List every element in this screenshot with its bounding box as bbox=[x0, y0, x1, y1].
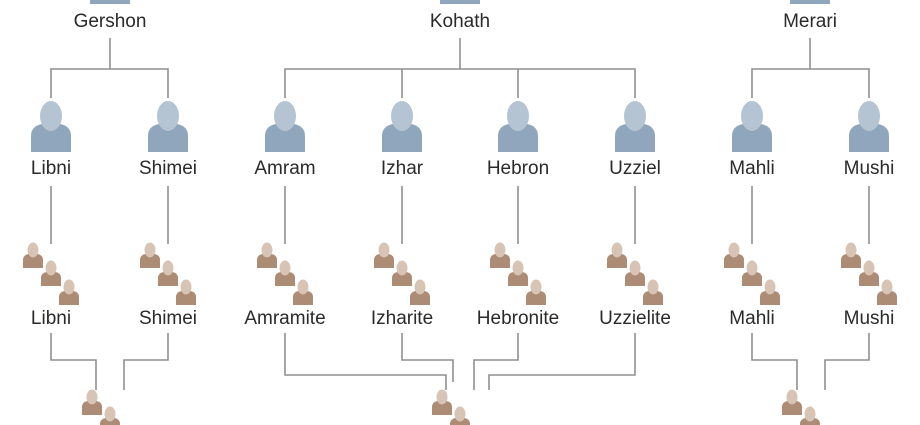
person-icons bbox=[23, 0, 897, 425]
clan-member-icon bbox=[176, 279, 196, 305]
clan-merge-line bbox=[50, 333, 97, 390]
clan-name: Libni bbox=[31, 308, 71, 329]
clan-member-icon bbox=[82, 389, 102, 415]
clan-member-icon bbox=[392, 260, 412, 286]
grandson-name: Amram bbox=[254, 158, 315, 179]
clan-member-icon bbox=[643, 279, 663, 305]
clan-merge-line bbox=[824, 333, 870, 390]
clan-member-icon bbox=[257, 242, 277, 268]
clan-member-icon bbox=[432, 389, 452, 415]
person-icon bbox=[849, 101, 889, 152]
clan-member-icon bbox=[724, 242, 744, 268]
clan-member-icon bbox=[877, 279, 897, 305]
connector-lines bbox=[50, 38, 870, 390]
person-icon bbox=[498, 101, 538, 152]
clan-member-icon bbox=[859, 260, 879, 286]
person-icon bbox=[440, 0, 480, 4]
clan-member-icon bbox=[140, 242, 160, 268]
grandson-name: Mushi bbox=[844, 158, 895, 179]
clan-name: Hebronite bbox=[477, 308, 559, 329]
person-icon bbox=[615, 101, 655, 152]
grandson-name: Izhar bbox=[381, 158, 424, 179]
clan-member-icon bbox=[841, 242, 861, 268]
clan-name: Mushi bbox=[844, 308, 895, 329]
clan-name: Izharite bbox=[371, 308, 433, 329]
person-icon bbox=[732, 101, 772, 152]
clan-name: Uzzielite bbox=[599, 308, 671, 329]
grandson-name: Mahli bbox=[729, 158, 774, 179]
clan-member-icon bbox=[100, 406, 120, 425]
clan-merge-line bbox=[473, 333, 519, 390]
person-icon bbox=[790, 0, 830, 4]
clan-name: Shimei bbox=[139, 308, 197, 329]
clan-member-icon bbox=[526, 279, 546, 305]
grandson-bracket-line bbox=[751, 68, 870, 98]
clan-member-icon bbox=[607, 242, 627, 268]
clan-member-icon bbox=[800, 406, 820, 425]
grandson-bracket-line bbox=[50, 68, 169, 98]
clan-member-icon bbox=[782, 389, 802, 415]
son-name: Gershon bbox=[74, 11, 147, 32]
clan-merge-line bbox=[751, 333, 798, 390]
person-icon bbox=[265, 101, 305, 152]
clan-merge-line bbox=[488, 333, 636, 390]
grandson-name: Uzziel bbox=[609, 158, 661, 179]
clan-merge-line bbox=[401, 333, 454, 382]
son-name: Kohath bbox=[430, 11, 490, 32]
clan-member-icon bbox=[625, 260, 645, 286]
grandson-name: Libni bbox=[31, 158, 71, 179]
clan-merge-line bbox=[284, 333, 447, 390]
clan-member-icon bbox=[508, 260, 528, 286]
clan-merge-line bbox=[123, 333, 169, 390]
son-name: Merari bbox=[783, 11, 837, 32]
grandson-name: Shimei bbox=[139, 158, 197, 179]
clan-member-icon bbox=[23, 242, 43, 268]
clan-member-icon bbox=[760, 279, 780, 305]
clan-member-icon bbox=[374, 242, 394, 268]
clan-member-icon bbox=[41, 260, 61, 286]
clan-member-icon bbox=[293, 279, 313, 305]
grandson-bracket-line bbox=[284, 68, 636, 98]
person-icon bbox=[148, 101, 188, 152]
clan-member-icon bbox=[59, 279, 79, 305]
clan-member-icon bbox=[742, 260, 762, 286]
name-labels: Gershon Kohath Merari Libni Shimei Amram… bbox=[31, 11, 894, 329]
clan-member-icon bbox=[158, 260, 178, 286]
clan-name: Amramite bbox=[244, 308, 325, 329]
clan-name: Mahli bbox=[729, 308, 774, 329]
grandson-name: Hebron bbox=[487, 158, 549, 179]
clan-member-icon bbox=[275, 260, 295, 286]
clan-member-icon bbox=[410, 279, 430, 305]
clan-member-icon bbox=[450, 406, 470, 425]
person-icon bbox=[31, 101, 71, 152]
person-icon bbox=[382, 101, 422, 152]
clan-member-icon bbox=[490, 242, 510, 268]
person-icon bbox=[90, 0, 130, 4]
